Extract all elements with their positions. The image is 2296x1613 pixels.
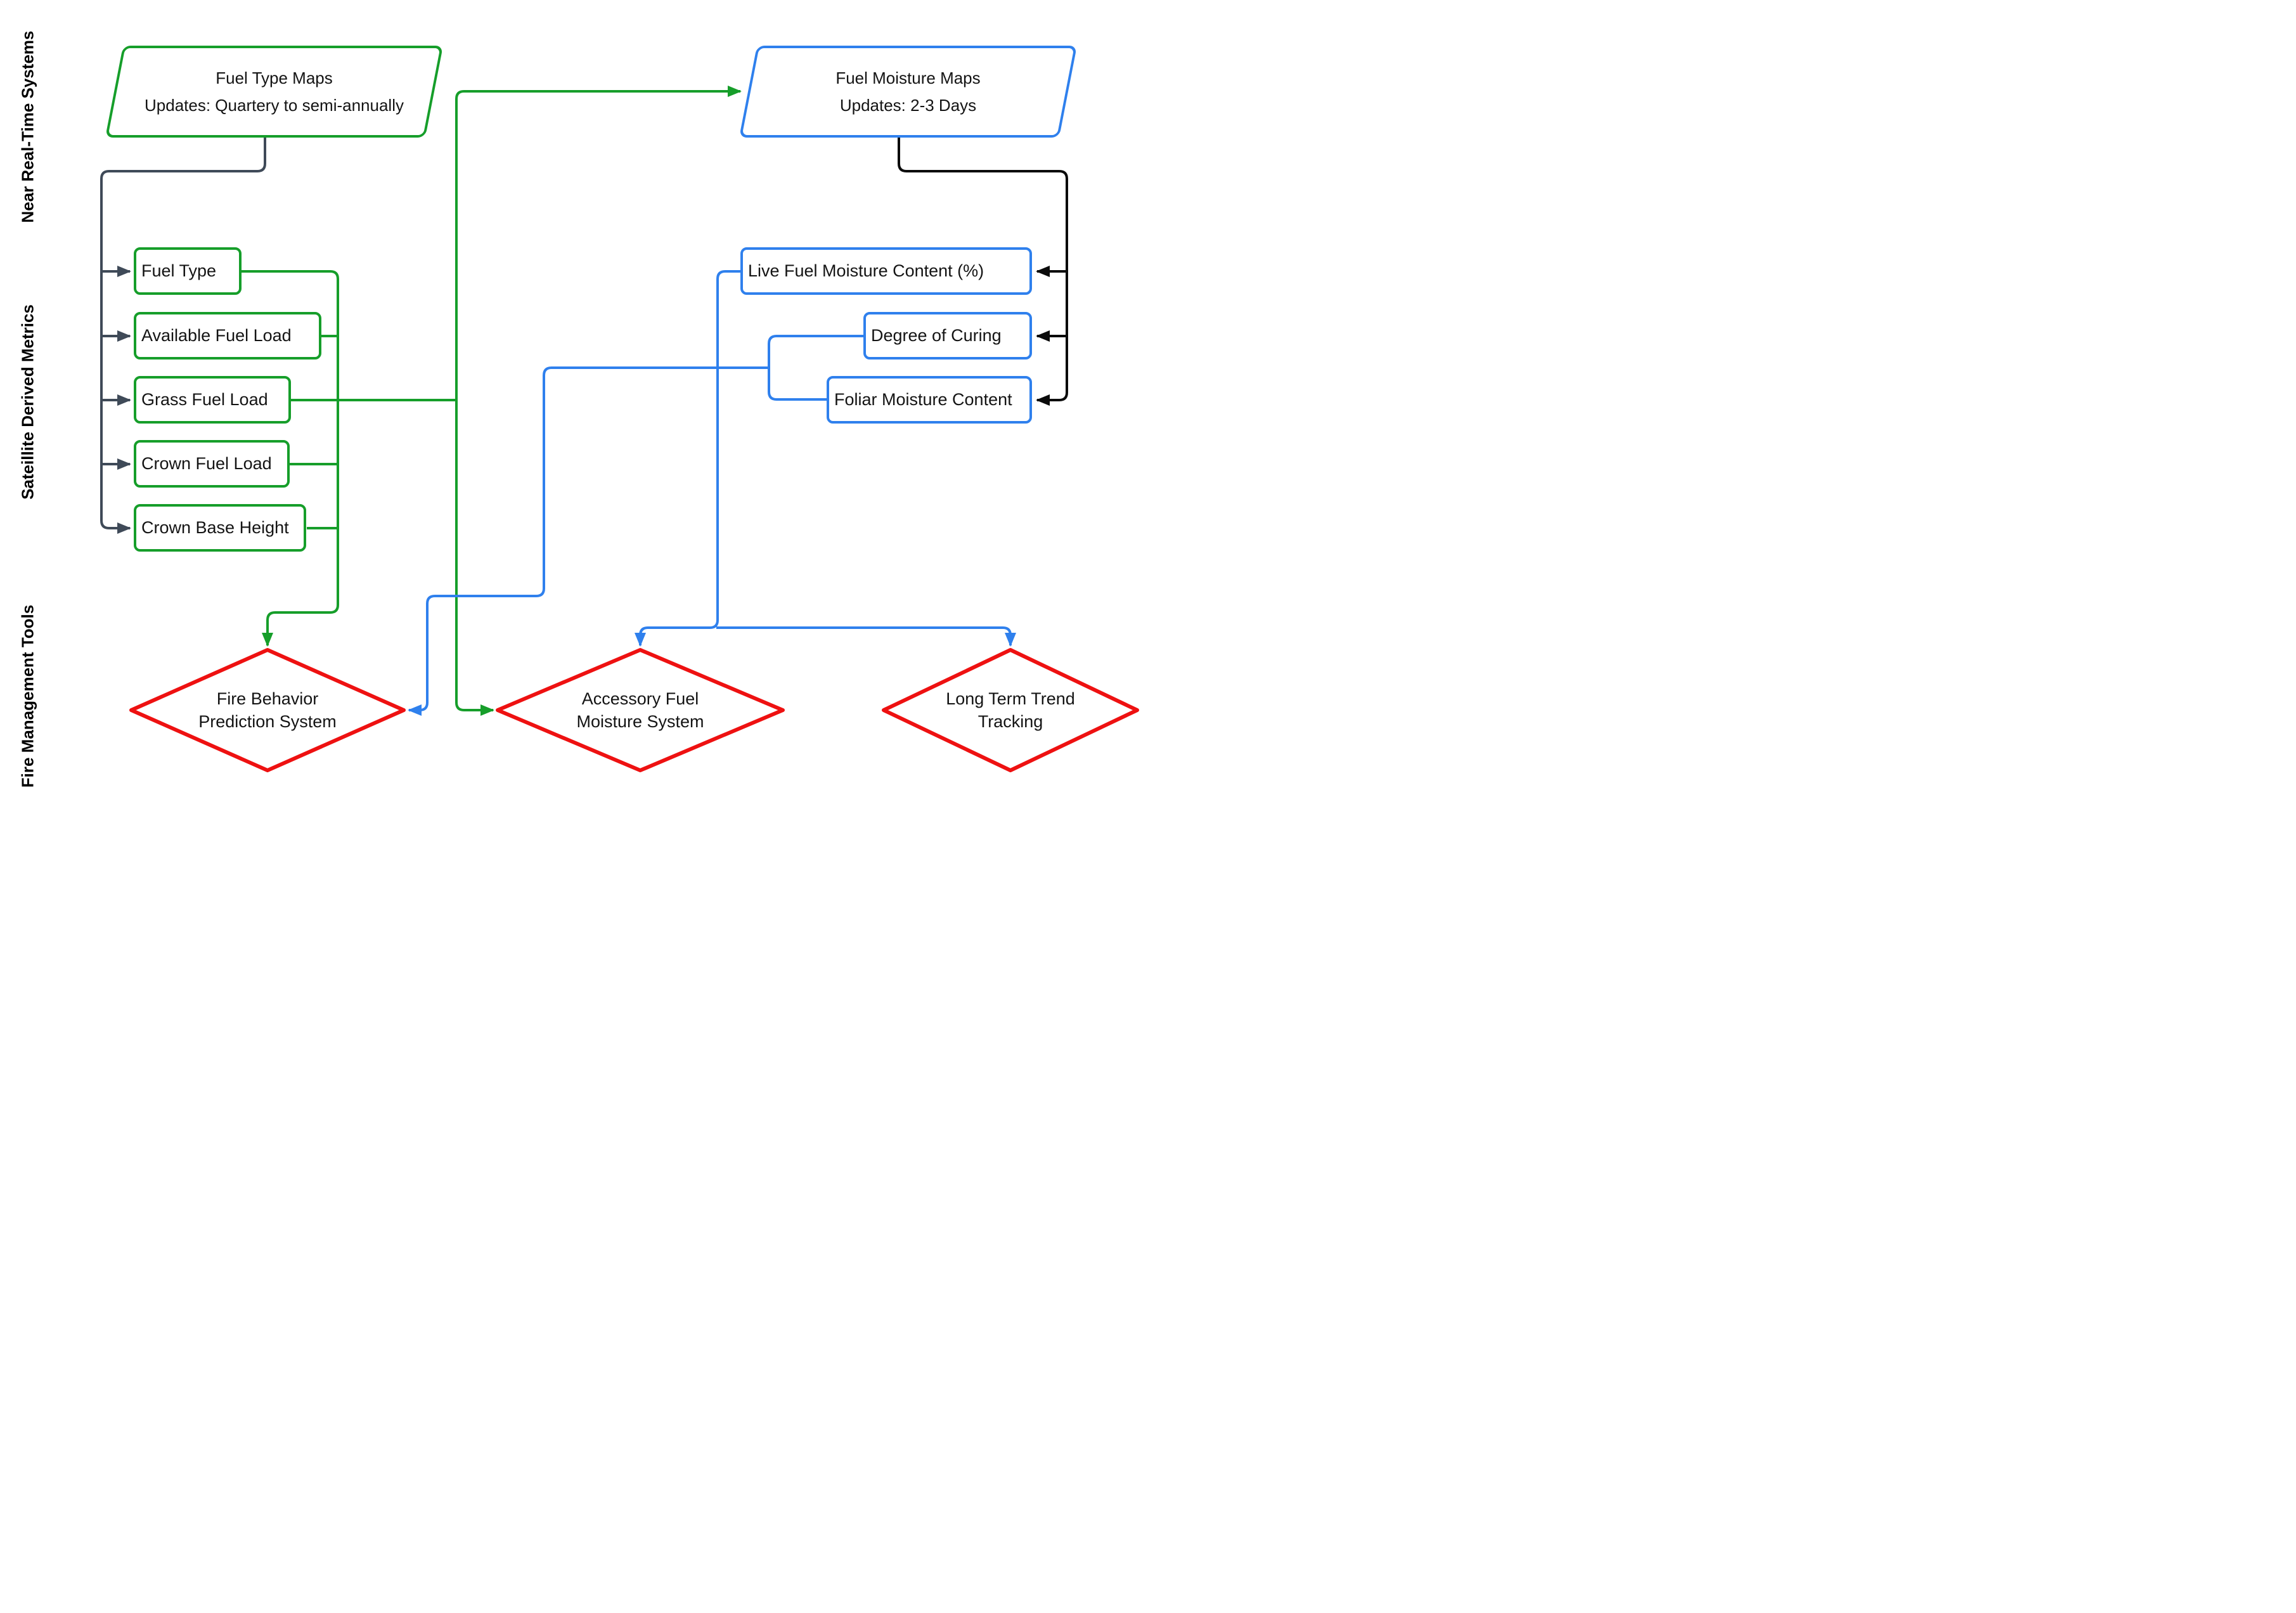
section-label-near-real-time: Near Real-Time Systems <box>18 30 37 223</box>
node-fuel-type-maps: Fuel Type Maps Updates: Quartery to semi… <box>105 46 444 138</box>
edge-grass-to-accessory <box>455 400 494 716</box>
fuel-moisture-maps-line1: Fuel Moisture Maps <box>835 68 981 87</box>
fuel-type-maps-text: Fuel Type Maps Updates: Quartery to semi… <box>114 46 434 138</box>
edge-collector-to-fire-behavior <box>242 270 339 647</box>
longterm-trend-line1: Long Term Trend <box>946 689 1075 708</box>
fire-behavior-line2: Prediction System <box>198 712 337 731</box>
diamond-fire-behavior <box>129 648 406 772</box>
edge-live-to-longterm <box>716 626 1016 647</box>
edge-live-to-accessory <box>635 270 740 647</box>
accessory-fuel-line1: Accessory Fuel <box>581 689 699 708</box>
longterm-trend-line2: Tracking <box>977 712 1043 731</box>
node-crown-base-height: Crown Base Height <box>134 504 306 552</box>
edge-fueltypemaps-trunk <box>100 138 266 534</box>
node-live-fuel-moisture-content: Live Fuel Moisture Content (%) <box>740 247 1032 295</box>
node-grass-fuel-load: Grass Fuel Load <box>134 376 291 424</box>
fuel-moisture-maps-line2: Updates: 2-3 Days <box>839 95 977 115</box>
accessory-fuel-line2: Moisture System <box>576 712 704 731</box>
node-fuel-type: Fuel Type <box>134 247 242 295</box>
connector-layer <box>100 86 1139 772</box>
fuel-moisture-maps-text: Fuel Moisture Maps Updates: 2-3 Days <box>748 46 1068 138</box>
section-label-satellite-derived: Sateillite Derived Metrics <box>18 304 37 500</box>
flowchart-canvas: Near Real-Time Systems Sateillite Derive… <box>0 0 1148 806</box>
node-crown-fuel-load: Crown Fuel Load <box>134 440 290 488</box>
edge-fuelmoisturemaps-trunk <box>898 138 1068 406</box>
label-long-term-trend-tracking: Long Term Trend Tracking <box>903 687 1118 733</box>
node-fuel-moisture-maps: Fuel Moisture Maps Updates: 2-3 Days <box>738 46 1078 138</box>
edge-bracket-to-fire-behavior <box>408 366 769 716</box>
diamond-accessory-fuel <box>496 648 785 772</box>
fuel-type-maps-line1: Fuel Type Maps <box>216 68 333 87</box>
label-fire-behavior-prediction-system: Fire Behavior Prediction System <box>160 687 375 733</box>
fuel-type-maps-line2: Updates: Quartery to semi-annually <box>145 95 404 115</box>
node-degree-of-curing: Degree of Curing <box>863 312 1032 360</box>
section-label-fire-management: Fire Management Tools <box>18 604 37 788</box>
diamond-longterm-trend <box>882 648 1139 772</box>
edge-grass-to-fuelmoisturemaps <box>455 86 742 400</box>
fire-behavior-line1: Fire Behavior <box>216 689 319 708</box>
label-accessory-fuel-moisture-system: Accessory Fuel Moisture System <box>532 687 748 733</box>
node-available-fuel-load: Available Fuel Load <box>134 312 321 360</box>
node-foliar-moisture-content: Foliar Moisture Content <box>827 376 1032 424</box>
